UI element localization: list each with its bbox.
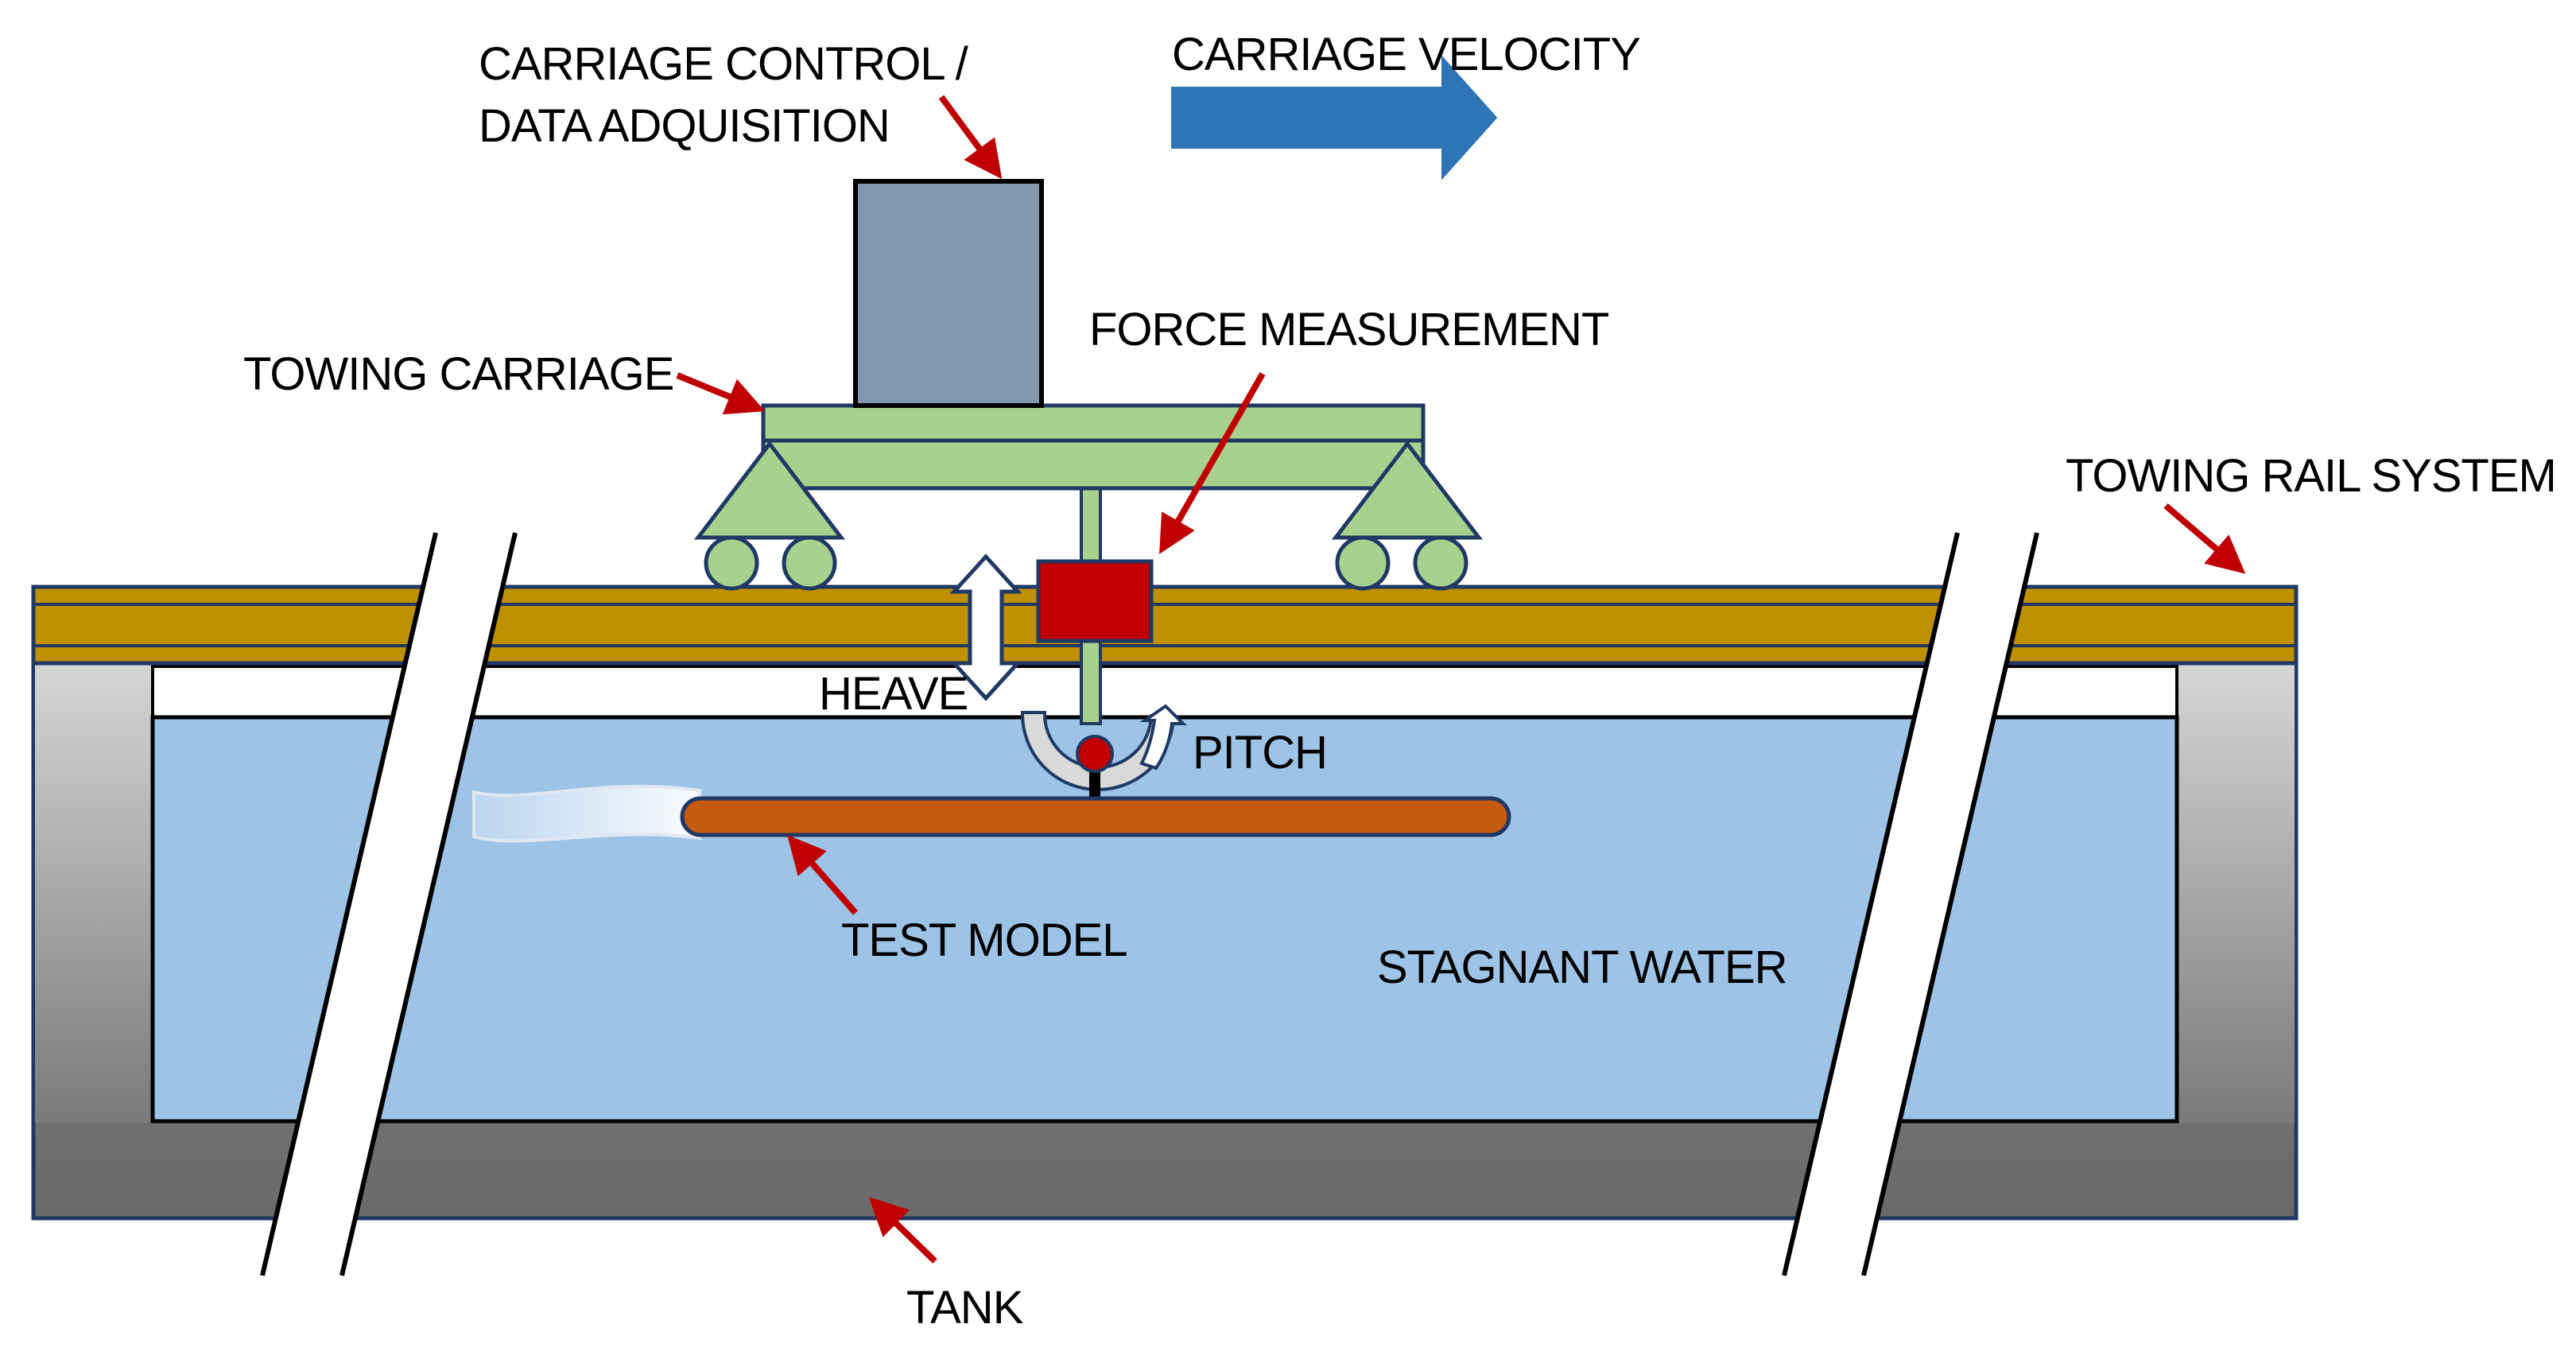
label-tank: TANK — [906, 1282, 1024, 1334]
pitch-arrow — [1139, 704, 1187, 771]
pointer-arrow-model — [787, 834, 859, 915]
break-lines — [260, 532, 2039, 1276]
label-towing-rail-system: TOWING RAIL SYSTEM — [2066, 450, 2556, 502]
pointer-arrow-carriage — [676, 372, 766, 415]
heave-arrow — [949, 553, 1022, 701]
tank-right-wall — [2175, 662, 2295, 1123]
rail-band — [31, 584, 2299, 666]
label-test-model: TEST MODEL — [841, 914, 1127, 966]
label-carriage-control: CARRIAGE CONTROL / — [479, 38, 969, 90]
wheel — [1413, 535, 1468, 591]
label-force-measurement: FORCE MEASUREMENT — [1089, 304, 1609, 355]
tank-left-wall — [35, 662, 154, 1123]
label-stagnant-water: STAGNANT WATER — [1377, 942, 1787, 993]
label-heave: HEAVE — [819, 668, 968, 720]
pointer-arrow-force — [1159, 372, 1266, 554]
towing-carriage — [693, 403, 1484, 725]
pointer-arrow-rail — [2163, 503, 2246, 574]
pointer-arrows — [676, 95, 2246, 1264]
label-pitch: PITCH — [1193, 727, 1327, 779]
carriage-bottom-beam — [761, 438, 1426, 491]
pointer-arrow-tank — [868, 1197, 937, 1264]
pivot-ball — [1076, 735, 1114, 773]
wheel — [1335, 535, 1391, 591]
test-model-group — [472, 704, 1511, 843]
carriage-top-beam — [761, 403, 1426, 443]
test-model — [680, 796, 1511, 837]
label-carriage-velocity: CARRIAGE VELOCITY — [1172, 29, 1640, 80]
pointer-arrow-control — [938, 95, 1003, 180]
label-towing-carriage: TOWING CARRIAGE — [243, 348, 673, 400]
carriage-right-support — [1331, 440, 1484, 540]
control-box — [853, 179, 1044, 408]
force-measurement-box — [1036, 559, 1154, 643]
label-data-acquisition: DATA ADQUISITION — [479, 100, 890, 152]
wheel — [704, 535, 759, 591]
wake — [472, 784, 701, 843]
wheel — [782, 535, 837, 591]
carriage-left-support — [693, 440, 846, 540]
carriage-velocity-arrow — [1171, 55, 1498, 181]
